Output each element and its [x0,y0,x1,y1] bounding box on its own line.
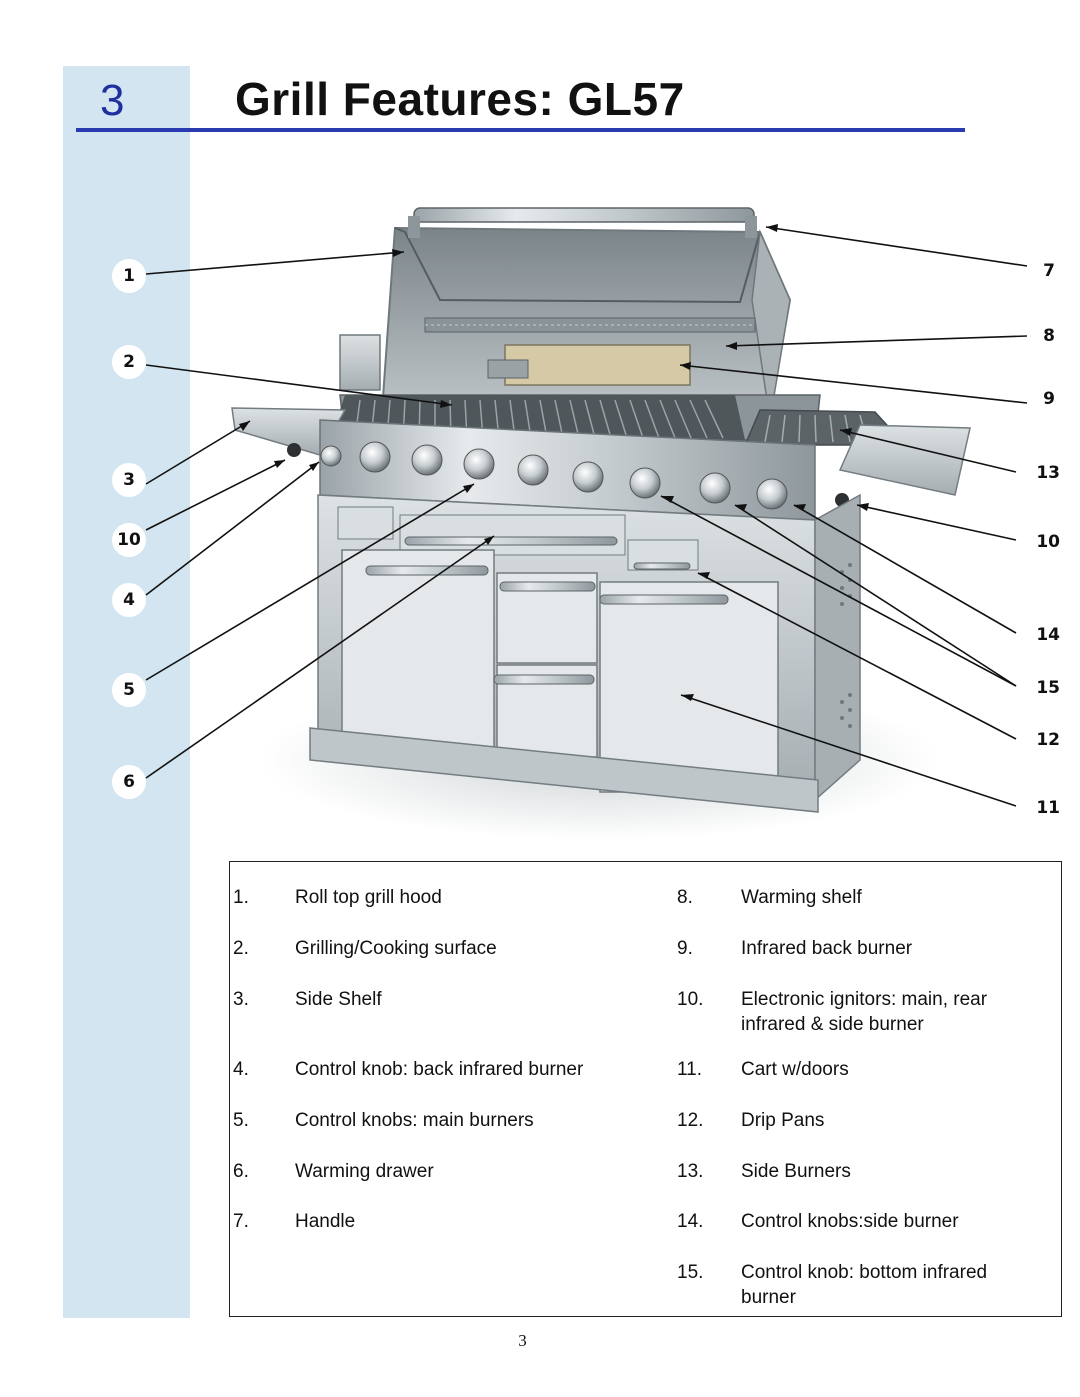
legend-text: Control knobs: main burners [295,1110,534,1131]
rotisserie-motor [339,334,381,391]
callout-10-left: 10 [112,523,146,557]
legend-num: 6. [233,1161,249,1182]
legend-text: Control knobs:side burner [741,1211,959,1232]
legend-text: Side Burners [741,1161,851,1182]
callout-12: 12 [1036,730,1060,750]
legend-num: 10. [677,989,704,1010]
callout-2: 2 [112,345,146,379]
callout-3: 3 [112,463,146,497]
legend-num: 12. [677,1110,704,1131]
control-knobs [320,441,788,510]
legend-text: Side Shelf [295,989,382,1010]
cart-side-panel [814,493,861,802]
cart-base [309,727,819,813]
callout-4: 4 [112,583,146,617]
section-number: 3 [100,76,125,125]
legend-text: Cart w/doors [741,1059,849,1080]
legend-num: 7. [233,1211,249,1232]
drip-pan-left [337,506,394,540]
legend-num: 11. [677,1059,703,1080]
callout-7: 7 [1043,261,1055,281]
callout-13: 13 [1036,463,1060,483]
callout-8: 8 [1043,326,1055,346]
page-number: 3 [518,1331,527,1350]
callout-15: 15 [1036,678,1060,698]
page-title: Grill Features: GL57 [235,73,685,125]
legend-text: Handle [295,1211,356,1232]
grill-illustration [145,207,1028,840]
legend-num: 15. [677,1262,704,1283]
legend-text: Drip Pans [741,1110,825,1131]
callout-6: 6 [112,765,146,799]
callout-9: 9 [1043,389,1055,409]
legend-box: 1. Roll top grill hood 2. Grilling/Cooki… [229,861,1062,1317]
hood-handle [413,207,755,223]
legend-num: 1. [233,887,249,908]
legend-text: Electronic ignitors: main, rear infrared… [741,989,988,1035]
left-ignitor-button [287,443,301,457]
right-side-shelf [838,424,971,496]
callout-11: 11 [1036,798,1060,818]
legend-num: 9. [677,938,693,959]
legend-text: Infrared back burner [741,938,913,959]
infrared-back-burner [504,344,691,386]
legend-text: Warming drawer [295,1161,434,1182]
legend-text: Roll top grill hood [295,887,442,908]
left-door [341,549,495,751]
legend-text: Control knob: back infrared burner [295,1059,584,1080]
legend-num: 2. [233,938,249,959]
legend-text: Grilling/Cooking surface [295,938,497,959]
legend-num: 5. [233,1110,249,1131]
right-door [599,581,779,793]
title-rule [76,128,965,132]
legend-num: 4. [233,1059,249,1080]
callout-10-right: 10 [1036,532,1060,552]
leader-lines [145,226,1028,807]
legend-num: 14. [677,1211,704,1232]
legend-num: 8. [677,887,693,908]
warming-drawer [399,514,626,556]
legend-text: Control knob: bottom infrared burner [741,1262,988,1308]
legend-num: 3. [233,989,249,1010]
callout-5: 5 [112,673,146,707]
callout-1: 1 [112,259,146,293]
legend-num: 13. [677,1161,704,1182]
callout-14: 14 [1036,625,1060,645]
legend-text: Warming shelf [741,887,862,908]
